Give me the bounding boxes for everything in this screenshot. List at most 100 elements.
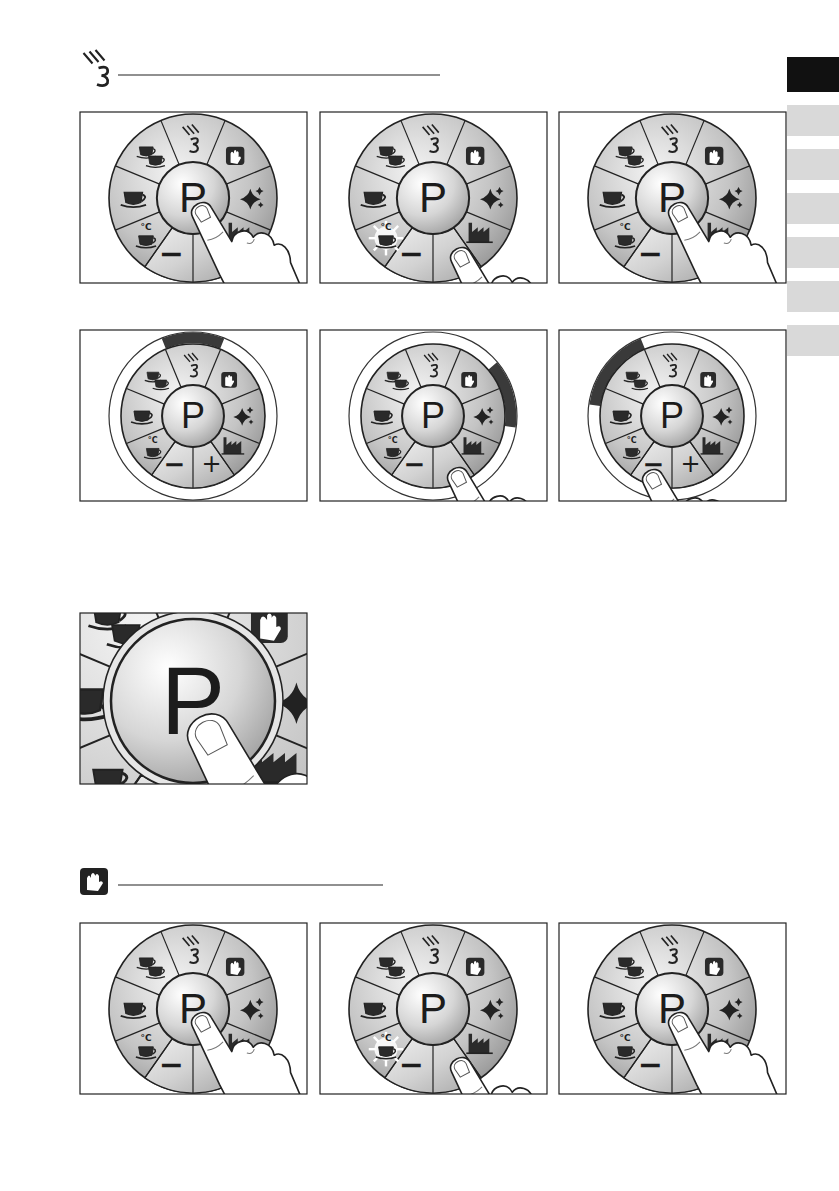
cup-body <box>93 770 122 784</box>
finger-nail <box>449 469 467 488</box>
panel-frame <box>80 112 307 283</box>
cup-body <box>124 1003 142 1015</box>
sparkle-star <box>256 998 264 1006</box>
sector-divider <box>355 1023 399 1041</box>
icon-hand <box>260 613 281 641</box>
cup-handle <box>392 149 395 154</box>
steam-lines <box>424 353 438 362</box>
program-button: P <box>157 162 229 234</box>
cup-handle <box>406 382 408 386</box>
dial-center <box>397 973 469 1045</box>
cup-body <box>389 156 403 165</box>
sector-divider <box>226 1023 270 1041</box>
cup-saucer <box>376 1057 396 1059</box>
cup-body <box>134 411 150 421</box>
cup-icon <box>153 380 169 390</box>
cup-handle <box>620 1006 624 1013</box>
cup-body <box>94 613 122 625</box>
cup-icon <box>376 236 396 248</box>
sector-divider <box>462 388 500 404</box>
dial-center <box>402 385 464 447</box>
button-letter: P <box>181 398 205 434</box>
cup-body <box>364 192 382 204</box>
cup-handle <box>631 238 634 244</box>
program-button: P <box>636 162 708 234</box>
twocups-icon <box>377 958 405 978</box>
cup-handle <box>166 382 168 386</box>
sector-divider <box>226 166 270 184</box>
sector-divider <box>355 212 399 230</box>
program-button: P <box>397 973 469 1045</box>
cup-handle <box>631 960 634 965</box>
sector-divider <box>466 1023 510 1041</box>
cup-saucer <box>386 977 405 979</box>
button-label: °C <box>148 437 158 445</box>
button-label: °C <box>140 1033 151 1042</box>
icon-hand <box>710 961 720 975</box>
panel-frame <box>320 112 547 283</box>
program-button: P <box>641 385 703 447</box>
sparkle-star <box>728 419 733 424</box>
hand-icon <box>466 958 484 976</box>
icon-square <box>226 958 244 976</box>
cup-saucer <box>121 1016 146 1018</box>
icon-square <box>466 958 484 976</box>
hand-icon <box>461 372 477 388</box>
cup-handle <box>392 960 395 965</box>
sector-divider <box>671 1045 672 1093</box>
side-tab <box>787 149 839 180</box>
cup-icon <box>146 967 165 978</box>
cup-handle <box>381 195 385 202</box>
cup-icon <box>610 411 632 424</box>
hand-icon <box>226 958 244 976</box>
button-label: °C <box>380 1033 391 1042</box>
icon-hand <box>231 150 241 164</box>
cup-saucer <box>623 457 640 459</box>
cup-handle <box>152 149 155 154</box>
sector-divider <box>355 166 399 184</box>
button-label: − <box>638 1050 663 1080</box>
side-tab <box>787 105 839 136</box>
panel-frame <box>559 112 786 283</box>
cup-saucer <box>625 977 644 979</box>
cup-saucer <box>384 457 401 459</box>
factory-base <box>466 1052 492 1054</box>
steam-lines <box>183 936 199 946</box>
twocups-icon <box>616 958 644 978</box>
sector-divider <box>671 234 672 282</box>
cupC-icon <box>376 1047 396 1059</box>
sector-divider <box>447 931 465 975</box>
cup-saucer <box>131 422 153 424</box>
hand-outline <box>636 444 768 501</box>
sector-divider <box>226 977 270 995</box>
sparkle-star <box>258 1013 264 1019</box>
twocups-icon <box>624 372 648 389</box>
cup-saucer <box>386 166 405 168</box>
panel-frame <box>80 330 307 501</box>
cup-icon <box>386 967 405 978</box>
button-letter: P <box>419 988 447 1030</box>
cup-body <box>395 380 407 388</box>
sector-divider <box>466 977 510 995</box>
cup-saucer <box>625 166 644 168</box>
sector-divider <box>205 349 221 387</box>
cup-saucer <box>146 166 165 168</box>
steam-curve <box>669 138 677 152</box>
panel-frame <box>320 923 547 1094</box>
cup-handle <box>401 969 404 974</box>
button-label: − <box>643 451 665 477</box>
sparkle-star <box>247 407 254 414</box>
cup-icon <box>144 448 161 458</box>
sector-divider <box>705 212 749 230</box>
dial-panel <box>109 114 307 283</box>
cup-handle <box>152 1049 155 1055</box>
icon-square <box>705 147 723 165</box>
sector-divider <box>432 234 433 282</box>
button-letter: P <box>660 398 684 434</box>
sector-divider <box>366 428 404 444</box>
cup-body <box>387 372 399 380</box>
factory-base <box>462 453 485 454</box>
button-ring <box>103 613 283 784</box>
steam-curve <box>430 949 438 963</box>
sparkle-star <box>498 1013 504 1019</box>
